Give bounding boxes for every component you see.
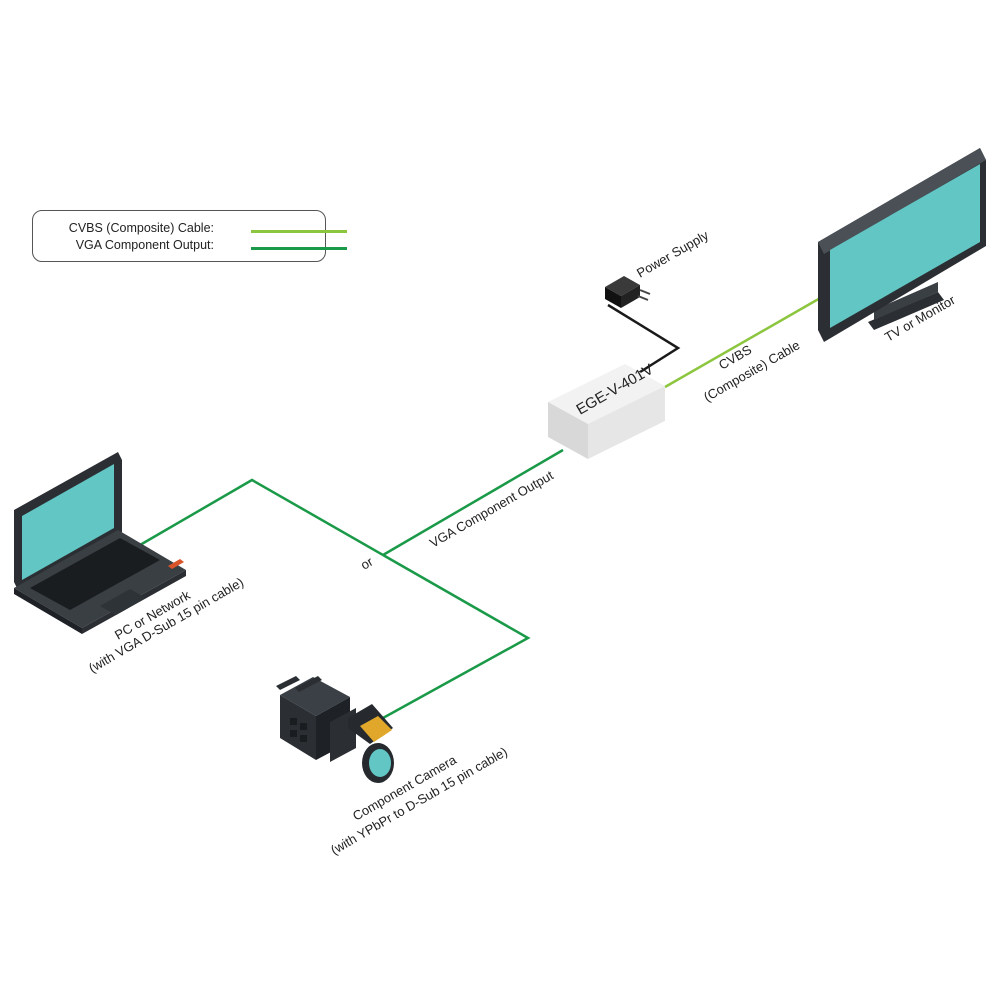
power-supply-label: Power Supply xyxy=(634,227,711,280)
cables xyxy=(139,295,823,720)
legend-cvbs-label: CVBS (Composite) Cable: xyxy=(68,221,214,235)
vga-cable-device xyxy=(382,448,564,557)
legend-cvbs-swatch xyxy=(251,230,347,233)
camera-icon xyxy=(276,676,394,783)
cvbs-cable xyxy=(664,295,823,389)
tv-icon xyxy=(818,148,986,342)
cvbs-cable-label-line2: (Composite) Cable xyxy=(701,337,802,404)
vga-output-label: VGA Component Output xyxy=(427,467,556,550)
laptop-icon xyxy=(14,452,186,634)
vga-cable-pc xyxy=(139,478,384,557)
vga-cable-camera xyxy=(382,553,531,720)
legend-vga-label: VGA Component Output: xyxy=(75,238,214,252)
power-cable xyxy=(607,303,681,376)
legend: CVBS (Composite) Cable: VGA Component Ou… xyxy=(32,210,347,262)
power-supply-icon xyxy=(605,276,651,308)
or-label: or xyxy=(358,553,376,572)
camera-label-line2: (with YPbPr to D-Sub 15 pin cable) xyxy=(328,744,510,858)
legend-vga-swatch xyxy=(251,247,347,250)
converter-box-icon xyxy=(548,364,665,459)
